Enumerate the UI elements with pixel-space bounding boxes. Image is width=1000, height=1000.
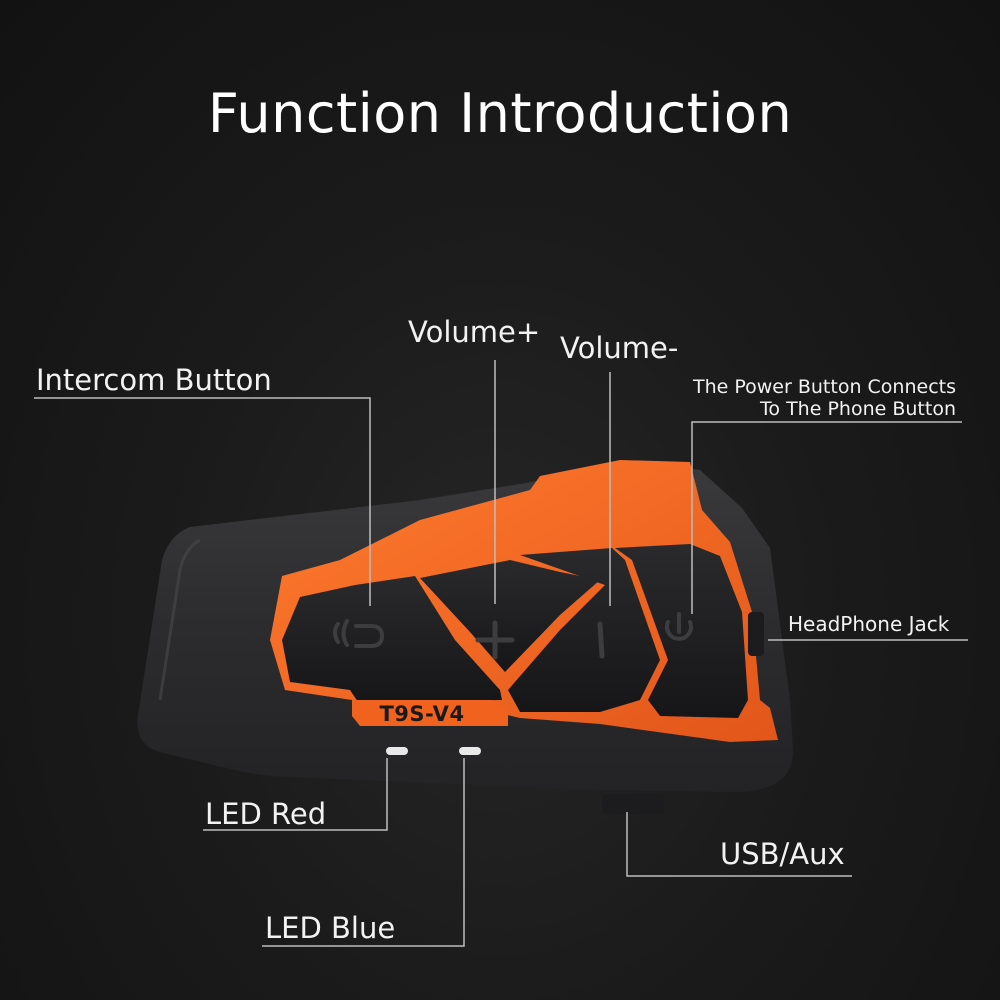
volume-plus-pad: [420, 560, 600, 672]
leader-power: [691, 421, 962, 614]
leader-led-blue: [262, 758, 465, 947]
volume-minus-pad: [508, 548, 660, 712]
power-button-pad: [615, 544, 748, 718]
label-led-blue: LED Blue: [265, 911, 396, 945]
leader-usb: [626, 812, 852, 877]
led-blue-light: [459, 747, 481, 755]
label-power-line1: The Power Button Connects: [692, 376, 956, 398]
label-power-button: The Power Button Connects To The Phone B…: [646, 376, 956, 420]
page-title: Function Introduction: [207, 82, 793, 145]
label-volume-plus: Volume+: [408, 315, 541, 349]
power-icon: [665, 612, 693, 641]
plus-icon: [475, 620, 515, 660]
label-headphone-jack: HeadPhone Jack: [788, 612, 950, 636]
minus-icon: [597, 621, 605, 659]
leader-intercom: [34, 397, 371, 606]
headphone-jack-port: [748, 612, 764, 656]
model-label: T9S-V4: [379, 702, 465, 726]
usb-aux-port: [602, 794, 664, 814]
leader-lines: [34, 360, 968, 947]
label-intercom-button: Intercom Button: [36, 363, 272, 397]
intercom-button-pad: [282, 576, 502, 702]
label-usb-aux: USB/Aux: [720, 837, 845, 871]
label-power-line2: To The Phone Button: [760, 398, 956, 421]
label-led-red: LED Red: [205, 797, 327, 831]
label-volume-minus: Volume-: [560, 331, 679, 365]
led-red-light: [386, 747, 408, 755]
model-tab: [352, 700, 508, 726]
leader-led-red: [203, 758, 388, 831]
intercom-icon: [333, 619, 385, 648]
